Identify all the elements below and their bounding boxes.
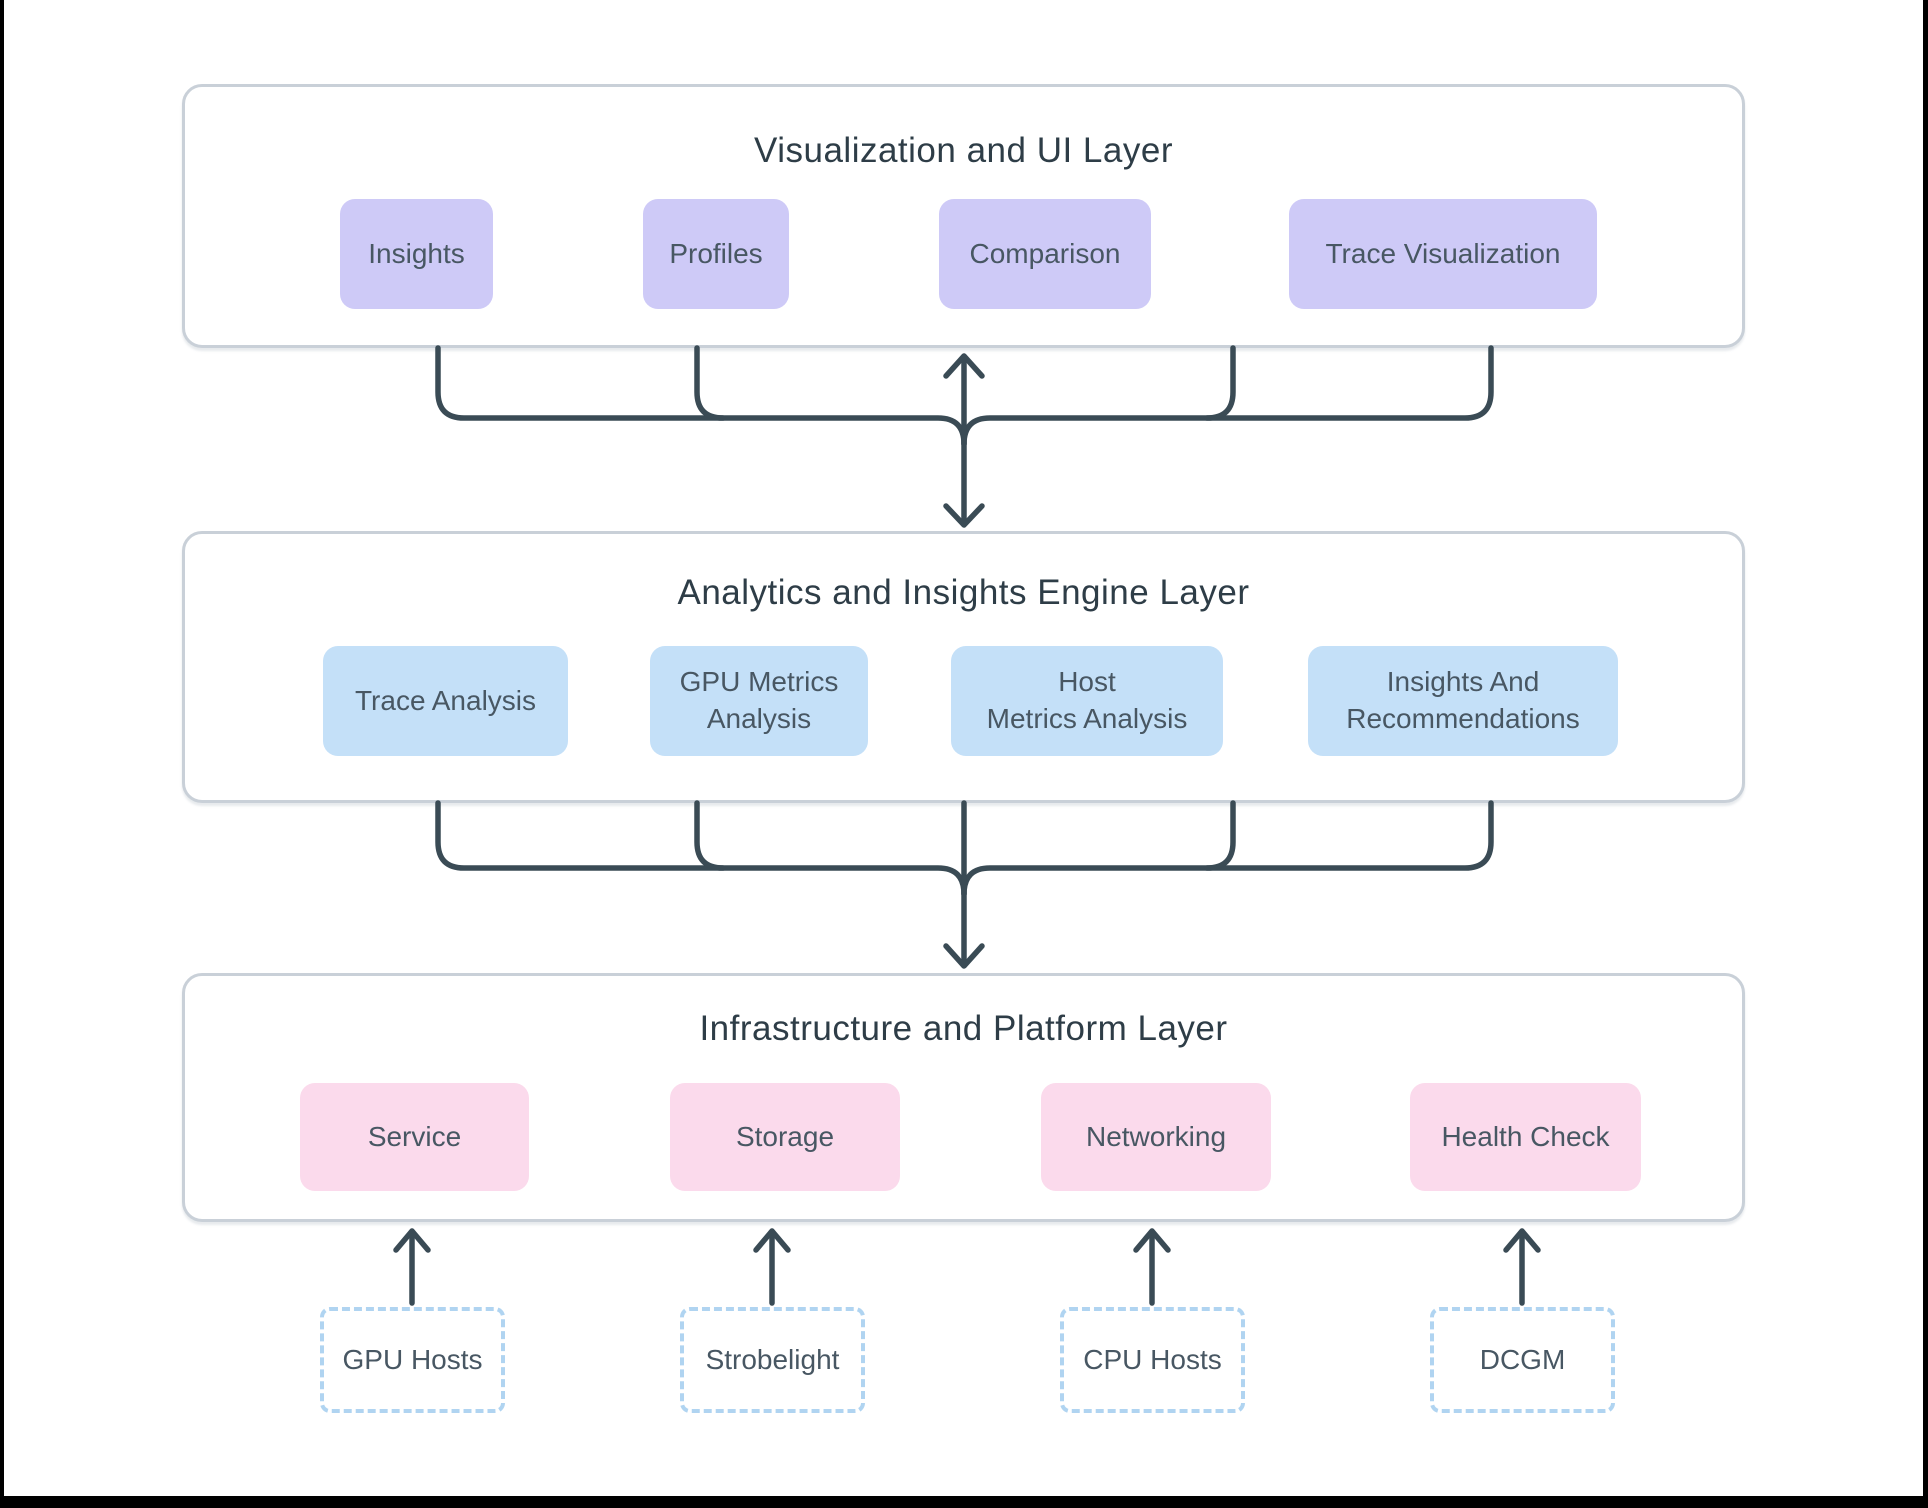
node-trace-analysis: Trace Analysis xyxy=(323,646,568,756)
node-label-line: Metrics Analysis xyxy=(986,703,1188,734)
source-label-line: Strobelight xyxy=(705,1344,840,1375)
node-label-line: Insights xyxy=(368,237,465,269)
arrowhead-up-icon xyxy=(1133,1228,1171,1253)
node-trace-visualization: Trace Visualization xyxy=(1289,199,1597,309)
source-cpu-hosts: CPU Hosts xyxy=(1060,1307,1245,1413)
layer-title: Analytics and Insights Engine Layer xyxy=(677,573,1250,612)
node-label-line: Storage xyxy=(735,1120,835,1152)
node-networking: Networking xyxy=(1041,1083,1271,1191)
layer-infrastructure-and-platform: Infrastructure and Platform Layer Servic… xyxy=(182,973,1745,1222)
arrowhead-up-icon xyxy=(943,353,985,379)
source-strobelight: Strobelight xyxy=(680,1307,865,1413)
arrowhead-up-icon xyxy=(753,1228,791,1253)
node-label-line: Host xyxy=(1058,666,1116,698)
arrowhead-up-icon xyxy=(1503,1228,1541,1253)
node-label-line: Comparison xyxy=(969,237,1121,269)
node-insights: Insights xyxy=(340,199,493,309)
node-health-check: Health Check xyxy=(1410,1083,1641,1191)
node-label-line: Networking xyxy=(1085,1120,1227,1152)
layer-analytics-and-insights-engine: Analytics and Insights Engine Layer Trac… xyxy=(182,531,1745,803)
source-label-line: CPU Hosts xyxy=(1083,1344,1222,1375)
node-label-line: Analysis xyxy=(706,703,812,734)
layer-visualization-and-ui: Visualization and UI Layer Insights Profi… xyxy=(182,84,1745,348)
merge-connector-top xyxy=(435,345,1494,528)
arrowhead-up-icon xyxy=(393,1228,431,1253)
arrowhead-down-icon xyxy=(943,943,985,969)
frame-edge-right xyxy=(1923,0,1928,1508)
node-label-line: Insights And xyxy=(1386,666,1540,698)
node-label-line: Service xyxy=(367,1120,462,1152)
node-label-line: Trace Visualization xyxy=(1325,237,1561,269)
source-gpu-hosts: GPU Hosts xyxy=(320,1307,505,1413)
node-service: Service xyxy=(300,1083,529,1191)
source-arrows xyxy=(393,1228,1541,1306)
arrowhead-down-icon xyxy=(943,503,985,528)
node-label-line: Trace Analysis xyxy=(354,684,537,716)
merge-connector-bottom xyxy=(435,800,1494,969)
source-label-line: DCGM xyxy=(1479,1344,1566,1375)
node-label-line: Recommendations xyxy=(1346,703,1580,734)
layer-title: Visualization and UI Layer xyxy=(754,131,1173,170)
frame-edge-left xyxy=(0,0,4,1508)
node-storage: Storage xyxy=(670,1083,900,1191)
node-label-line: Profiles xyxy=(669,237,763,269)
layer-title: Infrastructure and Platform Layer xyxy=(699,1009,1228,1048)
frame-edge-bottom xyxy=(0,1496,1928,1508)
source-label-line: GPU Hosts xyxy=(342,1344,483,1375)
source-dcgm: DCGM xyxy=(1430,1307,1615,1413)
node-label-line: Health Check xyxy=(1441,1120,1610,1152)
node-comparison: Comparison xyxy=(939,199,1151,309)
node-profiles: Profiles xyxy=(643,199,789,309)
node-label-line: GPU Metrics xyxy=(679,666,839,698)
